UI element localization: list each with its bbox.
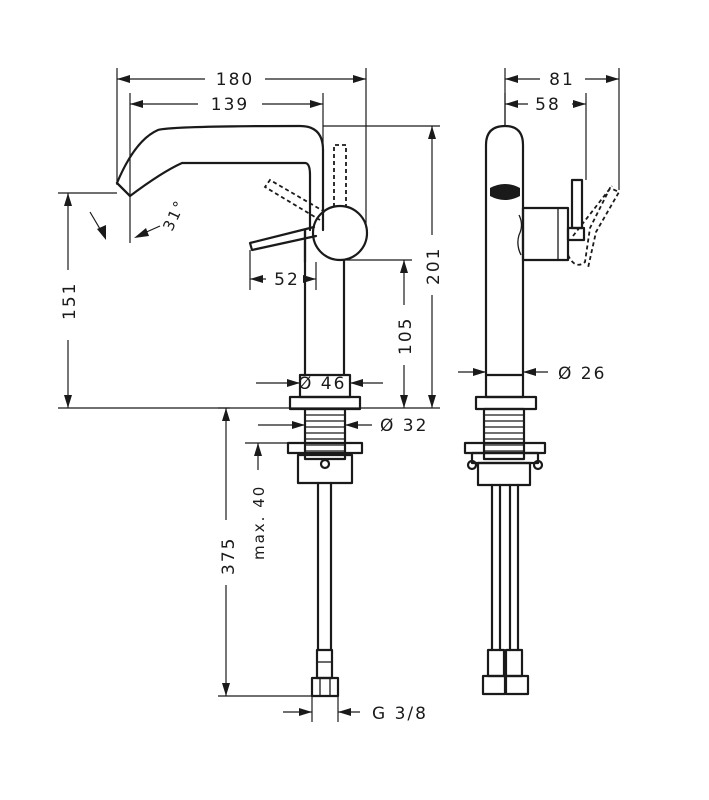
side-nut	[476, 461, 532, 487]
side-lever-hub	[521, 206, 570, 262]
front-spout-outline	[115, 124, 325, 232]
front-dimensions: 180 139 31° 151 52	[58, 68, 444, 724]
lever-hub	[311, 204, 369, 262]
side-dimensions: 81 58 Ø 26	[458, 68, 620, 384]
side-hoses	[481, 483, 530, 696]
side-aerator	[490, 184, 520, 200]
spout-tip	[115, 181, 132, 198]
dim-side-depth-lever: 58	[535, 95, 561, 115]
lever-diagonal-dashed	[263, 178, 326, 221]
lever-vertical-dashed	[333, 144, 347, 207]
side-thread	[482, 407, 526, 461]
front-thread-lines	[305, 414, 345, 452]
dim-lever-height: 105	[396, 317, 416, 355]
side-base-ring	[474, 395, 538, 411]
front-base-plate	[288, 395, 362, 411]
side-spout-outline	[484, 124, 525, 377]
dim-spout-diameter: Ø 26	[558, 364, 606, 384]
dim-connection-thread: G 3/8	[372, 704, 428, 724]
front-washer	[286, 441, 364, 455]
front-nut	[296, 453, 354, 485]
side-lever-dashed	[567, 186, 621, 269]
dim-max-counter-thickness: max. 40	[250, 485, 268, 560]
front-hoses	[310, 481, 340, 698]
dim-body-diameter: Ø 46	[298, 374, 346, 394]
side-view	[463, 124, 621, 696]
dim-width-total: 180	[216, 70, 254, 90]
dim-total-height: 201	[424, 247, 444, 285]
dim-thread-diameter: Ø 32	[380, 416, 428, 436]
dim-lever-length: 52	[274, 270, 300, 290]
front-view	[115, 124, 369, 698]
dim-hose-length: 375	[219, 537, 239, 575]
dim-spout-height: 151	[60, 282, 80, 320]
lever-handle	[248, 225, 318, 252]
dim-side-depth-total: 81	[549, 70, 575, 90]
side-thread-lines	[484, 414, 524, 452]
front-body-column	[303, 228, 346, 377]
dim-width-spout: 139	[211, 95, 249, 115]
side-lever-stem	[570, 178, 584, 230]
dim-spout-angle: 31°	[159, 197, 189, 234]
